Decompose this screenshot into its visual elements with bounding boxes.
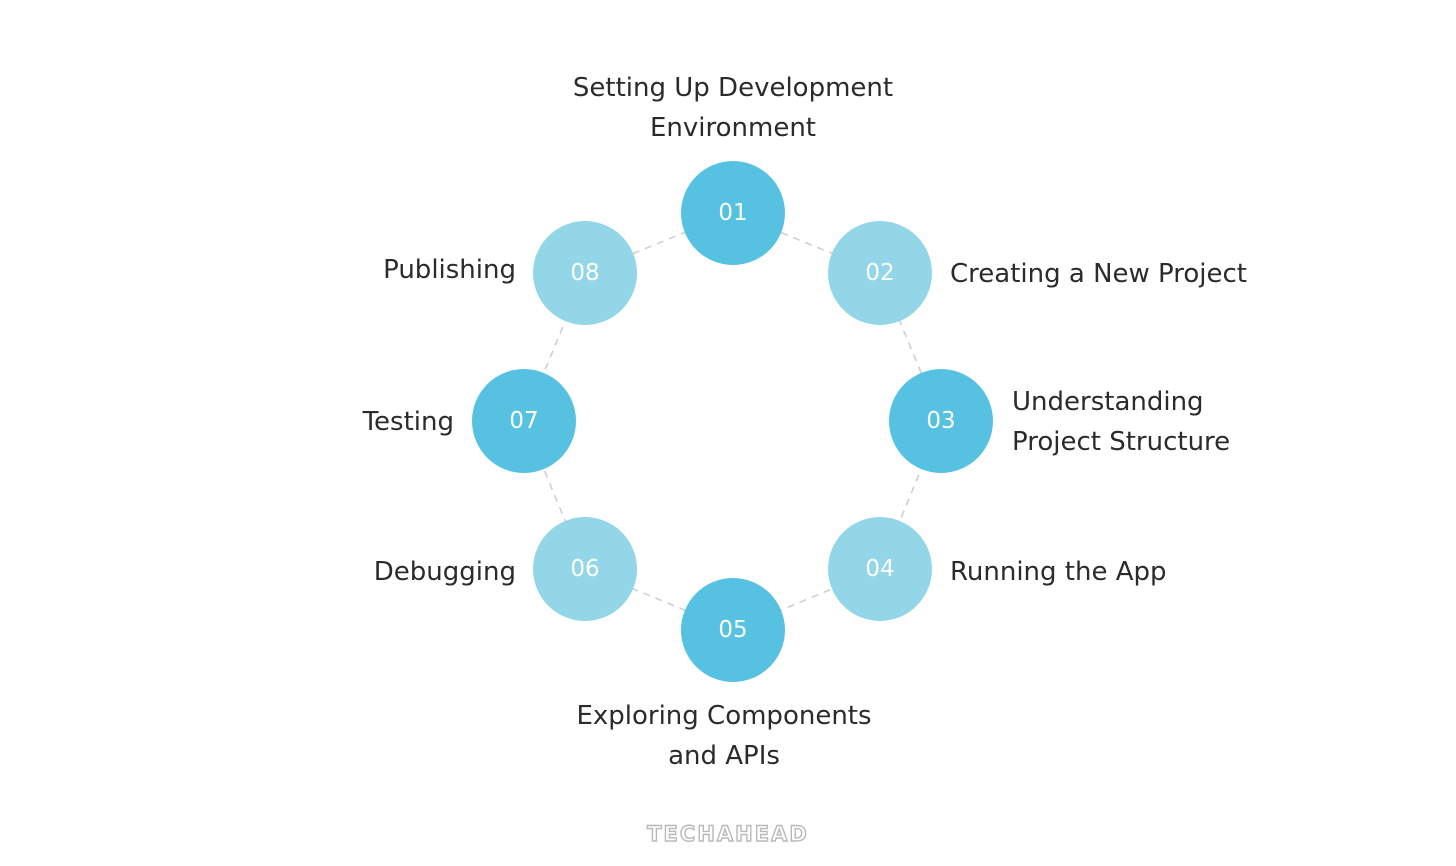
step-01-circle [681, 161, 785, 265]
step-05-number: 05 [718, 617, 747, 643]
step-03-circle [889, 369, 993, 473]
step-03-number: 03 [926, 408, 955, 434]
step-06-label: Debugging [373, 557, 516, 587]
techahead-logo: TECHAHEAD [647, 821, 809, 846]
step-07-label: Testing [362, 407, 454, 437]
step-04-label: Running the App [950, 557, 1167, 587]
step-08-label: Publishing [383, 255, 516, 285]
step-06-number: 06 [570, 556, 599, 582]
step-06-circle [533, 517, 637, 621]
step-08-number: 08 [570, 260, 599, 286]
step-02-label: Creating a New Project [950, 259, 1247, 289]
step-02-number: 02 [865, 260, 894, 286]
step-07-circle [472, 369, 576, 473]
step-02-circle [828, 221, 932, 325]
step-05-circle [681, 578, 785, 682]
step-04-circle [828, 517, 932, 621]
step-01-number: 01 [718, 200, 747, 226]
step-04-number: 04 [865, 556, 894, 582]
step-07-number: 07 [509, 408, 538, 434]
step-08-circle [533, 221, 637, 325]
